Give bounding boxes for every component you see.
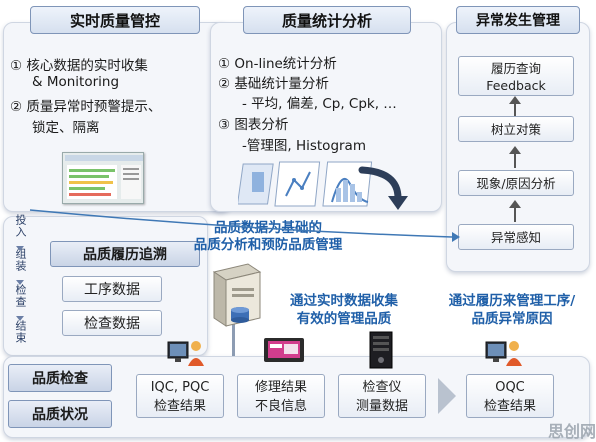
collect-annotation: 通过实时数据收集 有效的管理品质 (266, 292, 422, 328)
oqc-box: OQC 检查结果 (466, 374, 554, 418)
worker-pc-icon-2 (484, 336, 524, 372)
watermark: 思创网 (548, 418, 596, 442)
iqc-pqc-box: IQC, PQC 检查结果 (136, 374, 224, 418)
worker-pc-icon (166, 336, 206, 372)
server-icon (200, 262, 270, 332)
bottom-chevron-arrow (436, 376, 458, 416)
server-image (200, 262, 270, 332)
repair-result-box: 修理结果 不良信息 (237, 374, 325, 418)
measuring-instrument-icon (366, 330, 396, 370)
instrument-data-box: 检查仪 测量数据 (338, 374, 426, 418)
quality-status-tag: 品质状况 (8, 400, 112, 428)
inspection-terminal-icon (262, 336, 308, 366)
history-annotation: 通过履历来管理工序/ 品质异常原因 (432, 292, 592, 328)
quality-check-tag: 品质检查 (8, 364, 112, 392)
